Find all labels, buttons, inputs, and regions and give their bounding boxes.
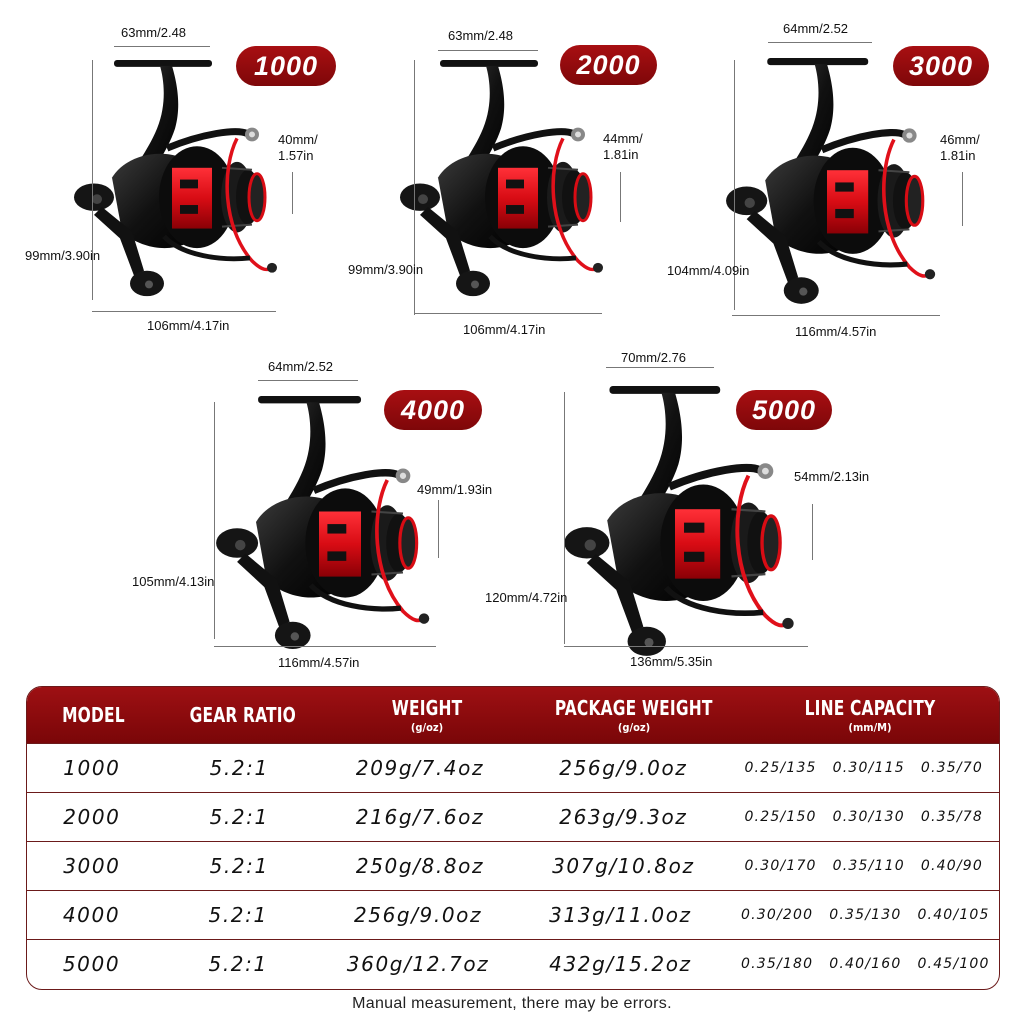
cell-package-weight: 313g/11.0oz	[549, 903, 692, 927]
table-row: 5000 5.2:1 360g/12.7oz 432g/15.2oz 0.35/…	[27, 939, 999, 988]
cell-gear-ratio: 5.2:1	[209, 854, 269, 878]
height-dimension: 99mm/3.90in	[348, 262, 424, 277]
table-header: MODEL GEAR RATIO WEIGHT(g/oz) PACKAGE WE…	[27, 687, 999, 743]
header-model: MODEL	[61, 703, 125, 727]
width-dimension: 106mm/4.17in	[463, 322, 546, 337]
model-badge: 5000	[736, 390, 832, 430]
footnote: Manual measurement, there may be errors.	[352, 995, 672, 1012]
height-dimension: 104mm/4.09in	[667, 263, 750, 278]
height-dimension: 99mm/3.90in	[25, 248, 101, 263]
spec-table: MODEL GEAR RATIO WEIGHT(g/oz) PACKAGE WE…	[26, 686, 1000, 990]
cell-package-weight: 256g/9.0oz	[559, 756, 688, 780]
cell-package-weight: 307g/10.8oz	[552, 854, 695, 878]
side-dimension: 49mm/1.93in	[417, 482, 493, 497]
cell-gear-ratio: 5.2:1	[208, 903, 268, 927]
side-dimension: 44mm/ 1.81in	[603, 131, 643, 162]
width-dimension: 116mm/4.57in	[795, 324, 877, 339]
cell-gear-ratio: 5.2:1	[208, 952, 268, 976]
top-dimension: 63mm/2.48	[448, 28, 514, 43]
table-row: 3000 5.2:1 250g/8.8oz 307g/10.8oz 0.30/1…	[27, 841, 999, 890]
model-badge: 2000	[560, 45, 657, 85]
table-row: 4000 5.2:1 256g/9.0oz 313g/11.0oz 0.30/2…	[27, 890, 999, 939]
cell-weight: 250g/8.8oz	[355, 854, 485, 878]
header-weight: WEIGHT(g/oz)	[391, 696, 463, 734]
side-dimension: 40mm/ 1.57in	[278, 132, 318, 163]
model-badge: 1000	[236, 46, 336, 86]
reel-1000: 63mm/2.48 1000 40mm/ 1.57in 99mm/3.90in …	[0, 0, 340, 340]
cell-model: 5000	[62, 952, 121, 976]
reel-2000: 63mm/2.48 2000 44mm/ 1.81in 99mm/3.90in …	[0, 0, 680, 340]
cell-model: 1000	[63, 756, 121, 780]
cell-model: 3000	[63, 854, 121, 878]
cell-weight: 209g/7.4oz	[355, 756, 485, 780]
width-dimension: 116mm/4.57in	[278, 655, 360, 670]
width-dimension: 136mm/5.35in	[630, 654, 713, 669]
cell-weight: 360g/12.7oz	[346, 952, 490, 976]
table-row: 1000 5.2:1 209g/7.4oz 256g/9.0oz 0.25/13…	[27, 743, 999, 792]
table-row: 2000 5.2:1 216g/7.6oz 263g/9.3oz 0.25/15…	[27, 792, 999, 841]
header-gear-ratio: GEAR RATIO	[189, 703, 297, 727]
cell-model: 4000	[62, 903, 121, 927]
spinning-reel-icon	[0, 0, 900, 680]
width-dimension: 106mm/4.17in	[147, 318, 230, 333]
cell-weight: 256g/9.0oz	[353, 903, 483, 927]
cell-gear-ratio: 5.2:1	[209, 805, 269, 829]
cell-package-weight: 263g/9.3oz	[559, 805, 688, 829]
side-dimension: 54mm/2.13in	[794, 469, 870, 484]
top-dimension: 64mm/2.52	[783, 21, 849, 36]
height-dimension: 120mm/4.72in	[485, 590, 568, 605]
cell-weight: 216g/7.6oz	[355, 805, 485, 829]
top-dimension: 70mm/2.76	[621, 350, 687, 365]
header-package-weight: PACKAGE WEIGHT(g/oz)	[555, 696, 713, 734]
side-dimension: 46mm/ 1.81in	[940, 132, 980, 163]
reel-4000: 64mm/2.52 4000 49mm/1.93in 105mm/4.13in …	[0, 0, 520, 680]
top-dimension: 63mm/2.48	[121, 25, 187, 40]
header-line-capacity: LINE CAPACITY(mm/M)	[804, 696, 936, 734]
top-dimension: 64mm/2.52	[268, 359, 334, 374]
model-badge: 3000	[893, 46, 989, 86]
reel-5000: 70mm/2.76 5000 54mm/2.13in 120mm/4.72in …	[0, 0, 900, 680]
model-badge: 4000	[384, 390, 482, 430]
cell-gear-ratio: 5.2:1	[209, 756, 269, 780]
cell-model: 2000	[63, 805, 121, 829]
cell-package-weight: 432g/15.2oz	[549, 952, 692, 976]
reel-3000: 64mm/2.52 3000 46mm/ 1.81in 104mm/4.09in…	[0, 0, 1024, 350]
height-dimension: 105mm/4.13in	[132, 574, 215, 589]
